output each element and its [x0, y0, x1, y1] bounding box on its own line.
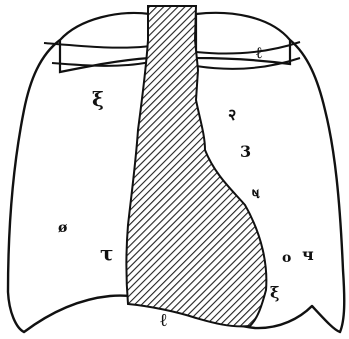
- mediastinum-shadow: [127, 6, 267, 326]
- label-left-lower: τ: [100, 241, 113, 265]
- label-top-right: ℓ: [256, 43, 263, 62]
- label-upper-left: ξ: [92, 87, 104, 111]
- label-upper-right-2: 3: [240, 142, 251, 161]
- left-apex: [60, 13, 150, 72]
- right-clavicle: [196, 42, 300, 69]
- label-left-dot: ø: [58, 220, 67, 236]
- label-bottom-center: ℓ: [160, 310, 167, 331]
- label-upper-right-1: २: [228, 105, 236, 124]
- label-lower-right: ч: [302, 245, 314, 264]
- right-apex: [196, 13, 290, 64]
- label-mid-right: ષ: [252, 186, 260, 202]
- label-right-dot: o: [282, 250, 291, 266]
- label-bottom-right: ξ: [270, 283, 279, 302]
